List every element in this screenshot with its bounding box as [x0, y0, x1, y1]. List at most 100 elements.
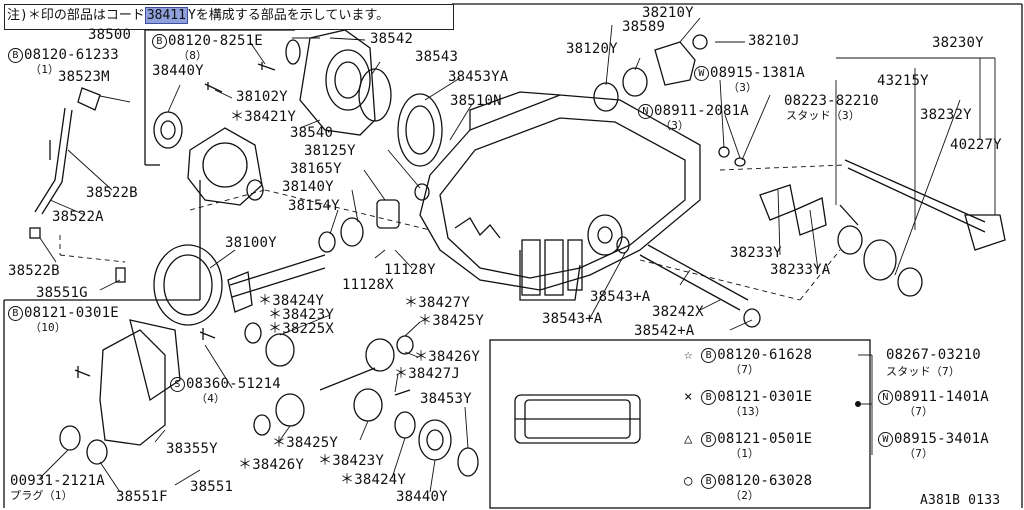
part-label-38423Y-top[interactable]: ＊38423Y — [268, 307, 334, 323]
part-label-38551G[interactable]: 38551G — [36, 285, 88, 301]
stud-part-label[interactable]: 08223-82210 — [784, 93, 879, 109]
bolt-symbol-icon: B — [152, 34, 167, 49]
part-label-38500[interactable]: 38500 — [88, 27, 132, 43]
part-label-38233YA[interactable]: 38233YA — [770, 262, 831, 278]
part-label-38355Y[interactable]: 38355Y — [166, 441, 218, 457]
note-prefix: 注)＊印の部品はコード — [7, 8, 145, 23]
part-label-38426Y-top[interactable]: ＊38426Y — [414, 349, 480, 365]
part-label-38522B[interactable]: 38522B — [8, 263, 60, 279]
part-label-38427Y[interactable]: ＊38427Y — [404, 295, 470, 311]
part-label-38165Y[interactable]: 38165Y — [290, 161, 342, 177]
part-label-38423Y-bot[interactable]: ＊38423Y — [318, 453, 384, 469]
part-label-38424Y-top[interactable]: ＊38424Y — [258, 293, 324, 309]
qty-08911-2081A: （3） — [660, 119, 690, 132]
part-label-38427J[interactable]: ＊38427J — [394, 366, 460, 382]
bolt-symbol-icon: B — [8, 48, 23, 63]
cross-icon: × — [684, 389, 693, 405]
part-label-38510N[interactable]: 38510N — [450, 93, 502, 109]
triangle-icon: △ — [684, 431, 693, 447]
screw-symbol-icon: S — [170, 377, 185, 392]
bolt-symbol-icon: B — [701, 348, 717, 363]
note-suffix: Yを構成する部品を示しています。 — [187, 8, 390, 23]
washer-symbol-icon: W — [694, 66, 709, 81]
part-label-38225X[interactable]: ＊38225X — [268, 321, 334, 337]
legend-qty-cross: （13） — [730, 405, 767, 418]
part-label-38242X[interactable]: 38242X — [652, 304, 704, 320]
highlighted-code[interactable]: 38411 — [144, 7, 188, 24]
part-label-38230Y[interactable]: 38230Y — [932, 35, 984, 51]
stud-caption: スタッド（3） — [786, 109, 861, 122]
part-label-38125Y[interactable]: 38125Y — [304, 143, 356, 159]
part-label-38140Y[interactable]: 38140Y — [282, 179, 334, 195]
bolt-symbol-icon: B — [701, 474, 717, 489]
legend-stud-part[interactable]: 08267-03210 — [886, 347, 981, 363]
part-label-38425Y-bot[interactable]: ＊38425Y — [272, 435, 338, 451]
part-label-38551F[interactable]: 38551F — [116, 489, 168, 505]
part-label-38551[interactable]: 38551 — [190, 479, 234, 495]
part-label-38542[interactable]: 38542 — [370, 31, 414, 47]
part-label-38210Y[interactable]: 38210Y — [642, 5, 694, 21]
legend-qty-triangle: （1） — [730, 447, 760, 460]
part-label-38453YA[interactable]: 38453YA — [448, 69, 509, 85]
legend-nut-qty: （7） — [904, 405, 934, 418]
part-label-38543A-2[interactable]: 38543+A — [542, 311, 603, 327]
part-label-11128Y[interactable]: 11128Y — [384, 262, 436, 278]
part-label-38102Y[interactable]: 38102Y — [236, 89, 288, 105]
washer-symbol-icon: W — [878, 432, 893, 447]
qty-08121-0301E: （10） — [30, 321, 67, 334]
part-label-38540[interactable]: 38540 — [290, 125, 334, 141]
nut-symbol-icon: N — [878, 390, 893, 405]
part-label-00931-2121A[interactable]: 00931-2121A — [10, 473, 105, 489]
part-label-40227Y[interactable]: 40227Y — [950, 137, 1002, 153]
part-label-38440Y-bot[interactable]: 38440Y — [396, 489, 448, 505]
part-label-38542A[interactable]: 38542+A — [634, 323, 695, 339]
part-label-38589[interactable]: 38589 — [622, 19, 666, 35]
qty-08120-61233: （1） — [30, 63, 60, 76]
part-label-38424Y-bot[interactable]: ＊38424Y — [340, 472, 406, 488]
legend-qty-star: （7） — [730, 363, 760, 376]
part-label-38522B-top[interactable]: 38522B — [86, 185, 138, 201]
part-label-38421Y[interactable]: ＊38421Y — [230, 109, 296, 125]
star-icon: ☆ — [684, 347, 693, 363]
part-label-38453Y[interactable]: 38453Y — [420, 391, 472, 407]
part-label-43215Y[interactable]: 43215Y — [877, 73, 929, 89]
diagram-code: A381B 0133 — [920, 493, 1001, 508]
part-label-38522A[interactable]: 38522A — [52, 209, 104, 225]
qty-08120-8251E: （8） — [178, 49, 208, 62]
part-label-38543[interactable]: 38543 — [415, 49, 459, 65]
part-label-38210J[interactable]: 38210J — [748, 33, 800, 49]
qty-08915-1381A: （3） — [728, 81, 758, 94]
legend-stud-caption: スタッド（7） — [886, 365, 961, 378]
part-label-11128X[interactable]: 11128X — [342, 277, 394, 293]
part-label-38425Y-top[interactable]: ＊38425Y — [418, 313, 484, 329]
bolt-symbol-icon: B — [8, 306, 23, 321]
part-label-38232Y[interactable]: 38232Y — [920, 107, 972, 123]
part-label-38154Y[interactable]: 38154Y — [288, 198, 340, 214]
part-label-38543A-1[interactable]: 38543+A — [590, 289, 651, 305]
part-label-38233Y[interactable]: 38233Y — [730, 245, 782, 261]
nut-symbol-icon: N — [638, 104, 653, 119]
part-label-38100Y[interactable]: 38100Y — [225, 235, 277, 251]
plug-caption: プラグ（1） — [10, 489, 73, 502]
part-label-38120Y[interactable]: 38120Y — [566, 41, 618, 57]
part-label-38440Y-top[interactable]: 38440Y — [152, 63, 204, 79]
part-label-38523M[interactable]: 38523M — [58, 69, 110, 85]
part-label-38426Y-bot[interactable]: ＊38426Y — [238, 457, 304, 473]
legend-washer-qty: （7） — [904, 447, 934, 460]
circle-icon: ○ — [684, 473, 693, 489]
